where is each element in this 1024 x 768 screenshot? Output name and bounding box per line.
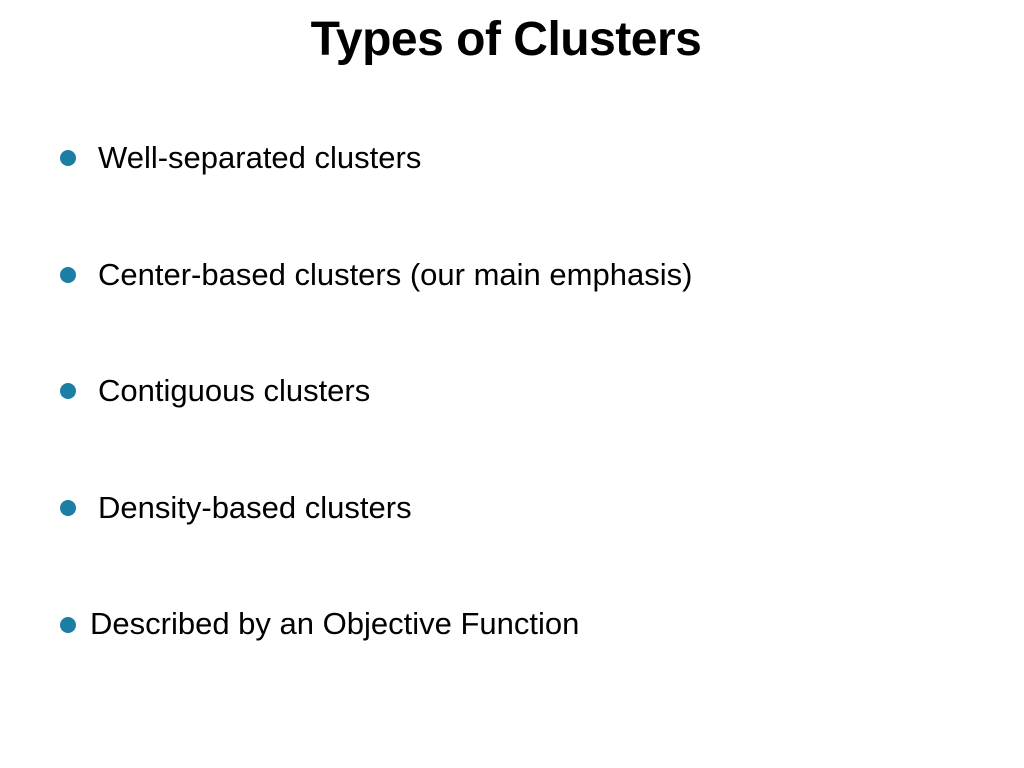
slide-title: Types of Clusters [310, 13, 702, 66]
bullet-dot-icon [60, 617, 76, 633]
bullet-text: Contiguous clusters [98, 373, 371, 408]
bullet-text: Described by an Objective Function [90, 606, 580, 641]
bullet-text: Well-separated clusters [98, 140, 422, 175]
bullet-dot-icon [60, 267, 76, 283]
bullet-dot-icon [60, 150, 76, 166]
bullet-text: Center-based clusters (our main emphasis… [98, 257, 693, 292]
bullet-dot-icon [60, 383, 76, 399]
bullet-text: Density-based clusters [98, 490, 412, 525]
bullet-dot-icon [60, 500, 76, 516]
